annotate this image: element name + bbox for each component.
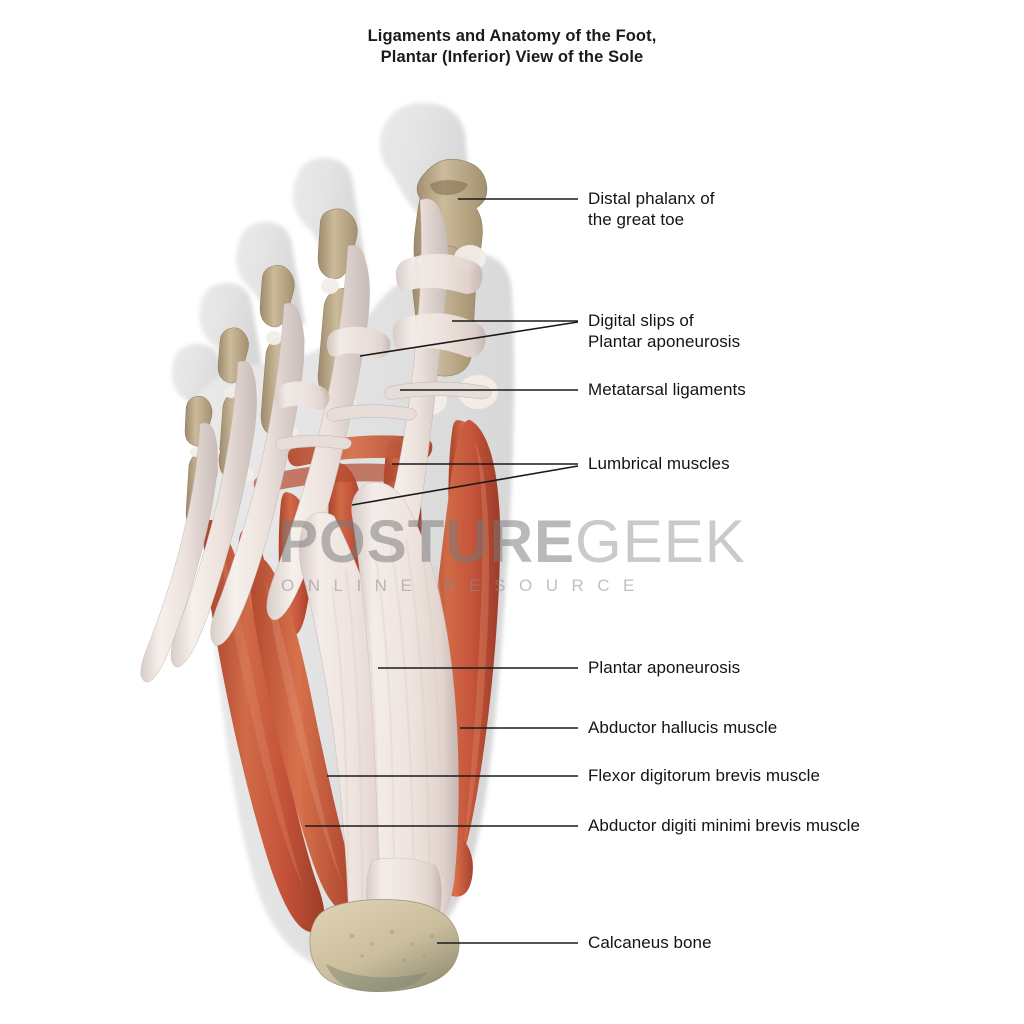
- callout-label-abductor-hallucis: Abductor hallucis muscle: [588, 718, 778, 737]
- flexor-tendon-toe-5: [140, 422, 218, 683]
- callout-label-distal-phalanx: Distal phalanx of the great toe: [588, 189, 715, 229]
- leader-line-lumbrical-muscles: [351, 465, 579, 506]
- callout-label-digital-slips: Digital slips of Plantar aponeurosis: [588, 311, 741, 351]
- callout-label-abductor-digiti-minimi-brevis: Abductor digiti minimi brevis muscle: [588, 816, 860, 835]
- digital-slips-of-plantar-aponeurosis: [274, 253, 486, 411]
- tendons-and-aponeurosis: [140, 198, 492, 953]
- flexor-tendon-toe-4: [170, 360, 257, 668]
- flexor-digitorum-brevis-muscle: [250, 555, 359, 913]
- leader-line-digital-slips: [359, 321, 579, 357]
- callout-label-plantar-aponeurosis: Plantar aponeurosis: [588, 658, 741, 677]
- callout-label-calcaneus-bone: Calcaneus bone: [588, 933, 712, 952]
- calcaneus-bone: [309, 899, 460, 993]
- callout-label-lumbrical-muscles: Lumbrical muscles: [588, 454, 730, 473]
- leader-lines-group: [305, 198, 579, 944]
- callout-label-metatarsal-ligaments: Metatarsal ligaments: [588, 380, 746, 399]
- callout-label-flexor-digitorum-brevis: Flexor digitorum brevis muscle: [588, 766, 821, 785]
